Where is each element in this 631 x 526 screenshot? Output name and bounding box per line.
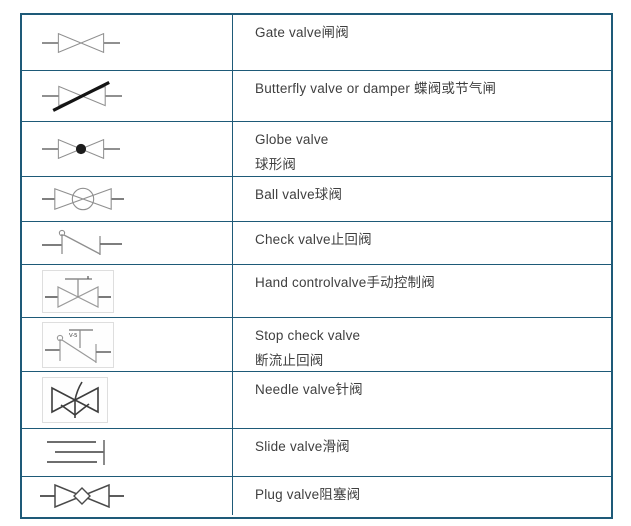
symbol-cell (22, 177, 233, 221)
valve-tag-label: V-5 (69, 333, 77, 339)
label-cell: Gate valve闸阀 (233, 15, 611, 70)
table-row: Plug valve阻塞阀 (22, 477, 611, 515)
ball-valve-icon (42, 187, 124, 211)
needle-valve-icon (51, 381, 99, 418)
valve-label: Check valve止回阀 (255, 232, 372, 247)
valve-label: Needle valve针阀 (255, 382, 363, 397)
label-cell: Butterfly valve or damper 蝶阀或节气闸 (233, 71, 611, 121)
symbol-cell (22, 372, 233, 428)
valve-label: Hand controlvalve手动控制阀 (255, 275, 435, 290)
symbol-cell (22, 71, 233, 121)
label-cell: Ball valve球阀 (233, 177, 611, 221)
label-cell: Plug valve阻塞阀 (233, 477, 611, 515)
label-cell: Globe valve 球形阀 (233, 122, 611, 176)
gate-valve-icon (42, 32, 120, 53)
label-cell: Check valve止回阀 (233, 222, 611, 264)
slide-valve-icon (47, 439, 105, 465)
butterfly-valve-icon (42, 80, 122, 112)
label-cell: Needle valve针阀 (233, 372, 611, 428)
table-row: Hand controlvalve手动控制阀 (22, 265, 611, 318)
table-row: Needle valve针阀 (22, 372, 611, 429)
symbol-cell (22, 222, 233, 264)
table-row: Gate valve闸阀 (22, 15, 611, 71)
valve-label-zh: 球形阀 (255, 157, 297, 172)
label-cell: Slide valve滑阀 (233, 429, 611, 476)
valve-label: Ball valve球阀 (255, 187, 343, 202)
table-row: Slide valve滑阀 (22, 429, 611, 477)
table-row: V-5 Stop check valve 断流止回阀 (22, 318, 611, 372)
valve-label: Gate valve闸阀 (255, 25, 349, 40)
valve-symbol-table: Gate valve闸阀 Butterfly valve or damper 蝶… (20, 13, 613, 519)
symbol-cell (22, 15, 233, 70)
globe-valve-icon (42, 138, 120, 160)
table-row: Butterfly valve or damper 蝶阀或节气闸 (22, 71, 611, 122)
symbol-cell: V-5 (22, 318, 233, 371)
stop-check-valve-icon: V-5 (45, 328, 111, 363)
symbol-image-frame (42, 377, 108, 423)
valve-label: Plug valve阻塞阀 (255, 487, 361, 502)
check-valve-icon (42, 229, 122, 255)
valve-label-zh: 断流止回阀 (255, 353, 324, 368)
table-row: Check valve止回阀 (22, 222, 611, 265)
valve-label-en: Stop check valve (255, 328, 361, 343)
label-cell: Stop check valve 断流止回阀 (233, 318, 611, 371)
symbol-cell (22, 477, 233, 515)
valve-label: Slide valve滑阀 (255, 439, 350, 454)
symbol-cell (22, 429, 233, 476)
hand-control-valve-icon (45, 275, 111, 308)
valve-label: Butterfly valve or damper 蝶阀或节气闸 (255, 81, 497, 96)
table-row: Globe valve 球形阀 (22, 122, 611, 177)
symbol-image-frame: V-5 (42, 321, 114, 368)
symbol-cell (22, 122, 233, 176)
symbol-cell (22, 265, 233, 317)
symbol-image-frame (42, 269, 114, 313)
table-row: Ball valve球阀 (22, 177, 611, 222)
valve-label-en: Globe valve (255, 132, 329, 147)
label-cell: Hand controlvalve手动控制阀 (233, 265, 611, 317)
plug-valve-icon (40, 483, 124, 509)
